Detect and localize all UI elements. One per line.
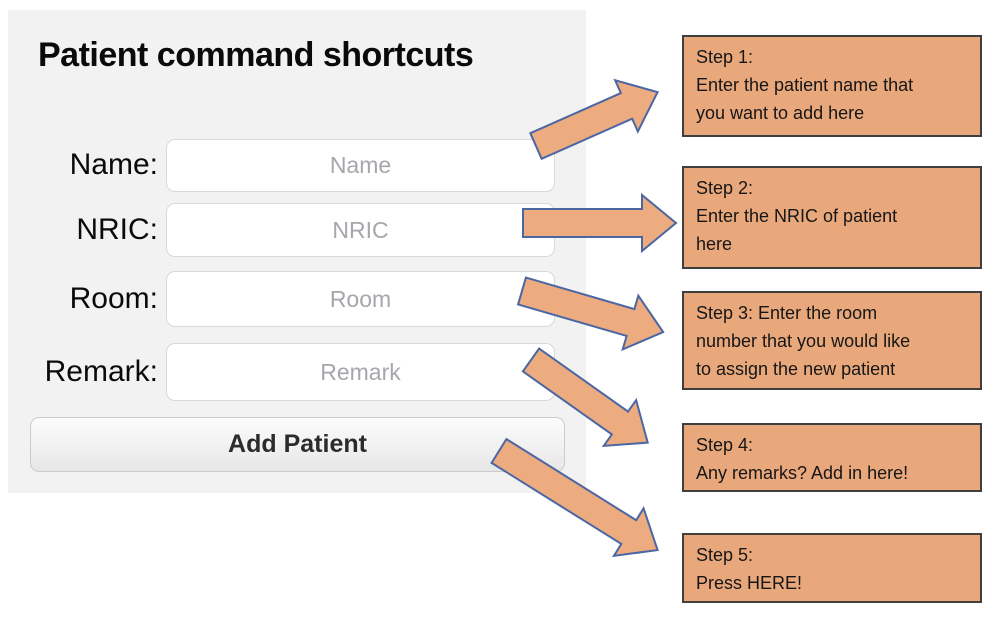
remark-input[interactable] — [166, 343, 555, 401]
nric-input[interactable] — [166, 203, 555, 257]
step-2-callout: Step 2: Enter the NRIC of patient here — [682, 166, 982, 269]
room-input[interactable] — [166, 271, 555, 327]
step-4-callout: Step 4: Any remarks? Add in here! — [682, 423, 982, 492]
name-label: Name: — [69, 148, 158, 181]
step-1-callout: Step 1: Enter the patient name that you … — [682, 35, 982, 137]
page-title: Patient command shortcuts — [38, 36, 474, 74]
nric-label: NRIC: — [76, 213, 158, 246]
patient-shortcuts-panel: Patient command shortcuts Name: NRIC: Ro… — [8, 10, 586, 493]
step-5-callout: Step 5: Press HERE! — [682, 533, 982, 603]
step-3-callout: Step 3: Enter the room number that you w… — [682, 291, 982, 390]
remark-label: Remark: — [44, 355, 158, 388]
add-patient-button[interactable]: Add Patient — [30, 417, 565, 472]
room-label: Room: — [69, 282, 158, 315]
name-input[interactable] — [166, 139, 555, 192]
